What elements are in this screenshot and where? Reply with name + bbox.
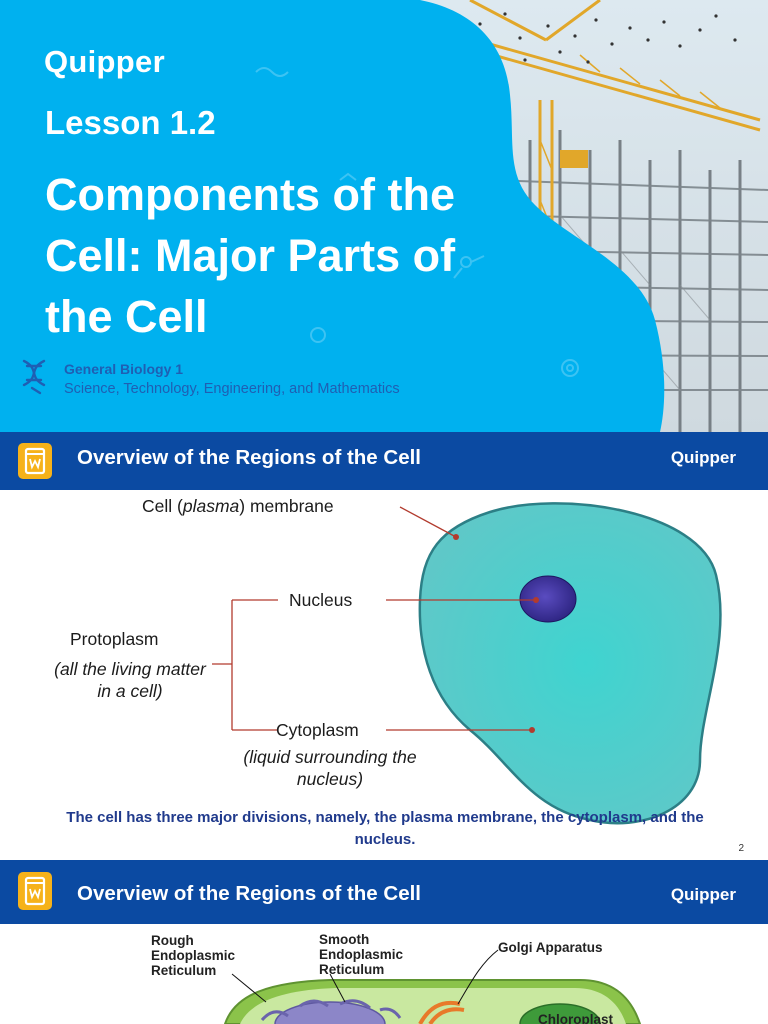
quipper-logo: Quipper: [44, 44, 165, 79]
label-smooth-er: Smooth Endoplasmic Reticulum: [319, 932, 404, 977]
label-golgi-apparatus: Golgi Apparatus: [498, 940, 603, 955]
slide-title: Overview of the Regions of the Cell: [77, 446, 422, 469]
strand-name: Science, Technology, Engineering, and Ma…: [64, 381, 400, 397]
cell-regions-slide: Overview of the Regions of the Cell Quip…: [0, 432, 768, 860]
label-nucleus: Nucleus: [289, 590, 353, 610]
label-protoplasm-note: (all the living matter in a cell): [54, 659, 206, 701]
nucleus-shape: [519, 575, 577, 623]
label-cell-membrane: Cell (plasma) membrane: [142, 496, 334, 516]
quipper-logo: Quipper: [670, 885, 736, 904]
page-number: 2: [738, 843, 744, 854]
cell-organelles-slide: Overview of the Regions of the Cell Quip…: [0, 860, 768, 1024]
label-protoplasm: Protoplasm: [70, 629, 159, 649]
slide-caption: The cell has three major divisions, name…: [66, 809, 704, 848]
label-rough-er: Rough Endoplasmic Reticulum: [151, 933, 236, 978]
slide-title: Overview of the Regions of the Cell: [77, 882, 422, 905]
slide-header: Overview of the Regions of the Cell Quip…: [0, 432, 768, 490]
construction-site-photo: [0, 0, 768, 432]
quipper-logo: Quipper: [670, 448, 736, 467]
dna-icon: [22, 359, 46, 395]
plant-cell-diagram: [223, 949, 642, 1024]
lesson-title: Components of the Cell: Major Parts of t…: [45, 169, 456, 342]
title-slide: Quipper Lesson 1.2 Components of the Cel…: [0, 0, 768, 432]
book-icon: [18, 872, 52, 910]
label-cytoplasm-note: (liquid surrounding the nucleus): [243, 747, 417, 789]
cell-body: [418, 502, 722, 825]
subject-name: General Biology 1: [64, 361, 184, 377]
lesson-number: Lesson 1.2: [45, 104, 216, 141]
label-chloroplast: Chloroplast: [538, 1012, 614, 1024]
slide-header: Overview of the Regions of the Cell Quip…: [0, 860, 768, 924]
book-icon: [18, 443, 52, 479]
cell-diagram: [212, 502, 722, 825]
label-cytoplasm: Cytoplasm: [276, 720, 359, 740]
